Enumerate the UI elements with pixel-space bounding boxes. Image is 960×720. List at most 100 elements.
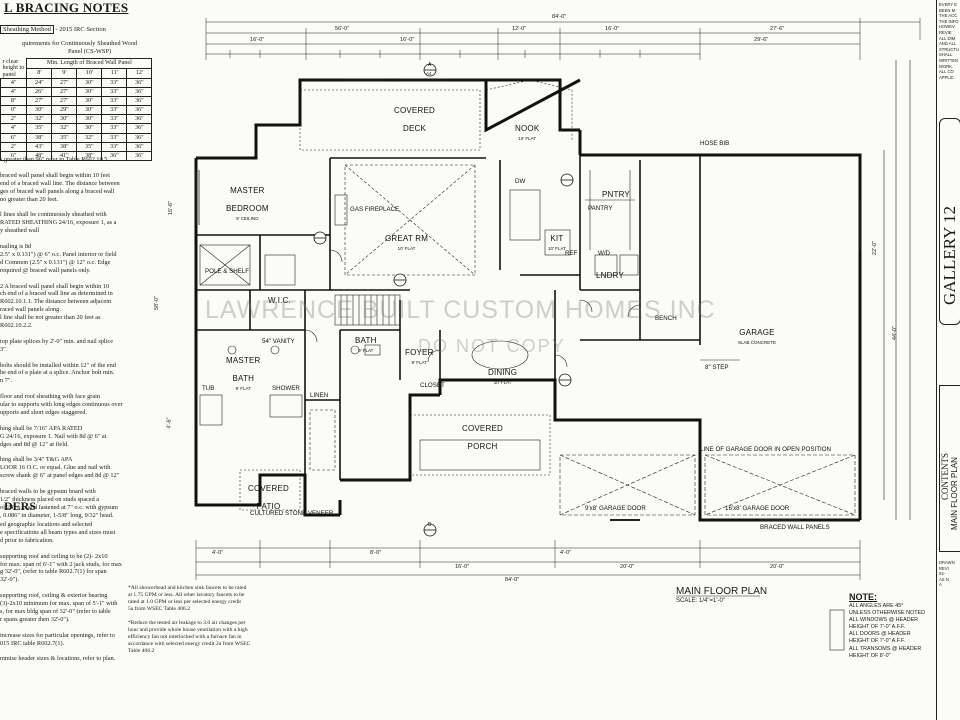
label-closet: CLOSET [420,382,445,389]
label-garage-door-9: 9'x8' GARAGE DOOR [585,505,646,512]
footnote-line: *Reduce the tested air leakage to 3.0 ai… [128,620,246,626]
bracing-note-line [0,417,182,425]
table-cell: 30" [76,87,103,98]
label-cultured-stone: CULTURED STONE VENEER [250,510,334,517]
table-cell: 29" [51,105,78,116]
label-bench: BENCH [655,315,677,322]
bracing-note-line: 2.5" x 0.131") @ 6" o.c. Panel interior … [0,250,117,258]
bracing-note-line: floor and roof sheathing with face grain [0,393,101,401]
top-dim: 16'-0" [400,37,415,43]
bracing-note-line: LOOR 16 O.C. or equal. Glue and nail wit… [0,464,111,472]
table-cell: 32" [51,123,78,134]
table-cell: 27" [51,77,78,89]
bottom-dim: 20'-0" [620,564,635,570]
table-row: 6"38"35"32"33"36" [0,132,153,143]
table-cell: 35" [26,123,53,134]
bracing-note-line: bolts should be installed within 12" of … [0,361,116,369]
label-dw: DW [515,178,526,185]
table-cell: 2" [0,141,28,152]
table-col-header: 12' [126,68,153,79]
bracing-note-line: RATED SHEATHING 24/16, exposure 1, as a [0,219,117,227]
title-block-line: WRITTEN [939,57,959,63]
header-note-line: supporting roof and ceiling to be (2)- 2… [0,552,108,560]
header-note-line: supporting roof, ceiling & exterior bear… [0,592,108,600]
table-col-header: 11' [101,68,128,79]
title-block-line: SHALL [939,52,953,58]
room-wic: W.I.C. [268,296,291,305]
bracing-note-line [0,480,182,488]
top-dim: 16'-0" [605,26,620,32]
bracing-note-line: l lines shall be continuously sheathed w… [0,211,107,219]
table-header-length: Min. Length of Braced Wall Panel [26,58,153,69]
header-note-line: mmise header sizes & locations, refer to… [0,655,116,663]
footnote-line: 5a from WSEC Table 406.2 [128,606,191,612]
general-note-line: ALL ANGLES ARE 45° [849,603,904,609]
table-cell: 30" [76,123,103,134]
table-cell: 35" [76,141,103,152]
title-block-line: WORK. [939,63,954,69]
table-cell: 30" [26,105,53,116]
bracing-note-line: nailing is 8d [0,242,32,250]
label-linen: LINEN [310,392,329,399]
table-row: 4"35"32"30"33"36" [0,123,153,134]
side-dim: 4'-6" [166,417,173,429]
bracing-intro: quirements for Continuously Sheathed Woo… [0,40,180,55]
table-cell: 33" [101,77,128,89]
title-block-line: THE ACC [939,13,958,19]
label-wd: W/D [598,250,611,257]
table-cell: 27" [51,96,78,107]
footnote-line: hour and provide whole house ventilation… [128,627,248,633]
bracing-note-line [0,385,182,393]
bracing-note-line [0,235,182,243]
general-note-line: HEIGHT OF 7'-0" A.F.F. [849,624,906,631]
label-garage-door-16: 16'x8' GARAGE DOOR [725,505,790,512]
bracing-note-line [0,330,182,338]
table-cell: 36" [126,87,153,98]
bracing-note-line: hing shall be 3/4" T&G APA [0,456,73,464]
label-step: 8" STEP [705,364,729,371]
bracing-note-line: raced wall panels along [0,306,60,314]
sheathing-method-box: Sheathing Method [0,25,54,34]
table-cell: 38" [51,141,78,152]
table-cell: 38" [26,132,53,143]
label-garage-door-open: LINE OF GARAGE DOOR IN OPEN POSITION [700,446,831,453]
bottom-dim: 20'-0" [770,564,785,570]
table-cell: 30" [76,114,103,125]
title-block-line: STRUCTU [939,46,960,52]
bracing-notes-text: s greater than 96" refer to Table R602.1… [0,156,182,520]
title-block-line: BEEN M [939,7,956,13]
bracing-note-line: no greater than 20 feet. [0,195,59,203]
table-cell: 26" [26,87,53,98]
gallery-title: GALLERY 12 [940,205,959,305]
bracing-note-line: 1/2" thickness placed on studs spaced a [0,495,100,503]
sheathing-method-line: Sheathing Method - 2015 IRC Section [0,25,106,34]
general-note-line: HEIGHT OF 8'-0" [849,652,891,659]
contents-box [939,385,960,552]
header-note-line: for max. span of 6'-1" with 2 jack studs… [0,560,122,568]
header-note-line: g 32'-0", (refer to table R602.7(1) for … [0,568,107,576]
bracing-note-line: end of a braced wall line. The distance … [0,179,120,187]
bracing-note-line: s greater than 96" refer to Table R602.1… [0,156,108,163]
intro-line: quirements for Continuously Sheathed Woo… [22,40,138,47]
table-cell: 4" [0,87,28,98]
bracing-notes-title: L BRACING NOTES [4,0,129,15]
intro-line: Panel (CS-WSP) [68,47,112,55]
label-shower: SHOWER [272,385,300,392]
table-cell: 30" [76,77,103,89]
watermark-do-not-copy: DO NOT COPY [418,336,566,356]
footnote-line: efficiency fan not interlocked with a fu… [128,634,242,640]
label-pole-shelf: POLE & SHELF [205,268,250,275]
table-cell: 6" [0,132,28,143]
title-block-line: APPLIC [939,74,954,80]
header-note-line: s, for max bldg span of 32'-0" (refer to… [0,607,111,615]
bracing-note-line: ges of braced wall panels along a braced… [0,187,115,195]
room-laundry: LNDRY [596,271,624,280]
